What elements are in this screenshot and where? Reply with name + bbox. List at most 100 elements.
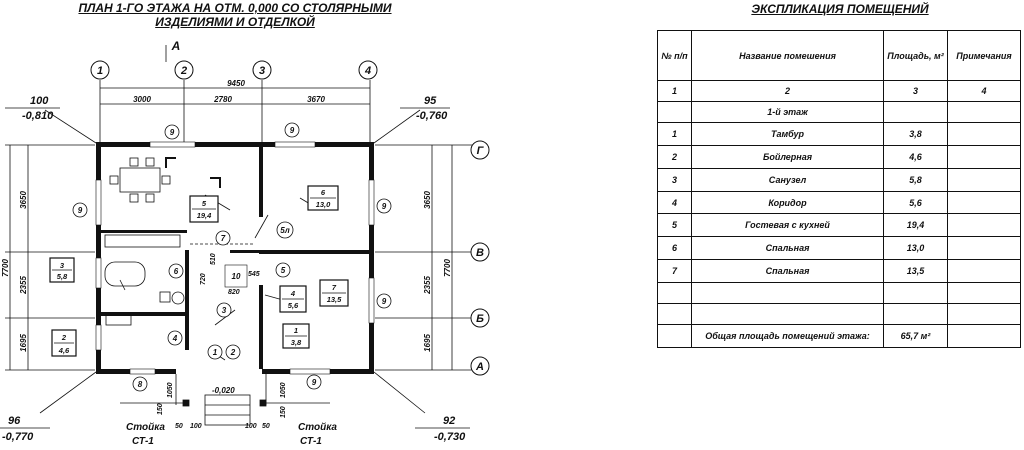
corner-number: 100 — [30, 95, 49, 107]
room-area: 19,4 — [197, 211, 212, 220]
porch-dimension: 50 — [262, 423, 270, 430]
post-mark: СТ-1 — [300, 436, 322, 447]
room-area-cell: 5,6 — [883, 190, 948, 215]
plan-title-line-2: ИЗДЕЛИЯМИ И ОТДЕЛКОЙ — [155, 15, 315, 29]
dimension: 2780 — [213, 95, 232, 104]
door-mark: 6 — [174, 267, 179, 276]
post-label: Стойка — [298, 422, 337, 433]
room-area: 3,8 — [291, 338, 302, 347]
dimension: 1695 — [19, 334, 28, 352]
dimension: 2355 — [423, 276, 432, 295]
window-mark: 8 — [138, 380, 143, 389]
axis-label: 2 — [180, 65, 187, 77]
column-number: 3 — [883, 80, 948, 102]
corner-number: 95 — [424, 95, 437, 107]
door-mark: 1 — [213, 348, 218, 357]
dimension: 1695 — [423, 334, 432, 352]
room-name: Тамбур — [691, 121, 884, 146]
door-mark: 2 — [230, 348, 236, 357]
table-row: 3 Санузел 5,8 — [657, 167, 1021, 192]
window-mark: 9 — [382, 297, 387, 306]
row-number: 2 — [657, 144, 692, 169]
room-number: 5 — [202, 199, 207, 208]
porch-dimension: 1050 — [167, 382, 174, 398]
dimension: 7700 — [1, 259, 10, 277]
window-mark: 9 — [382, 202, 387, 211]
room-number: 1 — [294, 326, 298, 335]
header-cell: Площадь, м² — [883, 29, 948, 82]
empty-row — [657, 282, 1021, 305]
room-area-cell: 3,8 — [883, 121, 948, 146]
window-mark: 9 — [170, 128, 175, 137]
dimension: 3650 — [19, 191, 28, 209]
table-row: 6 Спальная 13,0 — [657, 236, 1021, 261]
window-mark: 9 — [312, 378, 317, 387]
room-name: Спальная — [691, 236, 884, 261]
post-mark: СТ-1 — [132, 436, 154, 447]
row-number: 7 — [657, 259, 692, 284]
header-cell: Название помешения — [691, 29, 884, 82]
entry-elevation: -0,020 — [212, 386, 235, 395]
room-area: 5,8 — [57, 272, 68, 281]
table-row: 7 Спальная 13,5 — [657, 259, 1021, 284]
explication-table: № п/п Название помешения Площадь, м² При… — [657, 29, 1021, 349]
inner-dimension: 720 — [200, 273, 207, 285]
corner-elevation: -0,760 — [416, 110, 448, 122]
table-header-row: № п/п Название помешения Площадь, м² При… — [657, 29, 1021, 82]
inner-dimension: 545 — [248, 271, 260, 278]
total-label: Общая площадь помещений этажа: — [691, 323, 884, 349]
axis-label: Б — [476, 313, 484, 325]
door-mark: 4 — [172, 334, 178, 343]
room-name: Бойлерная — [691, 144, 884, 169]
total-row: Общая площадь помещений этажа: 65,7 м² — [657, 323, 1021, 349]
room-area-cell: 13,0 — [883, 236, 948, 261]
row-number: 3 — [657, 167, 692, 192]
table-row: 2 Бойлерная 4,6 — [657, 144, 1021, 169]
door-mark: 5 — [281, 266, 286, 275]
table-row: 4 Коридор 5,6 — [657, 190, 1021, 215]
section-mark: А — [171, 39, 181, 53]
room-area: 5,6 — [288, 301, 299, 310]
room-name: Санузел — [691, 167, 884, 192]
room-number: 3 — [60, 261, 65, 270]
room-name: Гостевая с кухней — [691, 213, 884, 238]
axis-label: 3 — [259, 65, 265, 77]
room-area: 13,5 — [327, 295, 342, 304]
axis-label: Г — [477, 145, 485, 157]
door-mark: 7 — [221, 234, 226, 243]
dimension: 3650 — [423, 191, 432, 209]
header-cell: Примечания — [947, 29, 1021, 82]
porch-dimension: 50 — [175, 423, 183, 430]
row-number: 5 — [657, 213, 692, 238]
header-cell: № п/п — [657, 29, 692, 82]
column-number: 4 — [947, 80, 1021, 102]
room-area: 4,6 — [58, 346, 70, 355]
dimension: 2355 — [19, 276, 28, 295]
room-number: 2 — [61, 333, 67, 342]
room-area-cell: 19,4 — [883, 213, 948, 238]
room-number: 6 — [321, 188, 326, 197]
room-area-cell: 4,6 — [883, 144, 948, 169]
porch-dimension: 100 — [245, 423, 257, 430]
inner-dimension: 820 — [228, 289, 240, 296]
floor-plan-drawing: 1 2 3 4 Г В Б А А 9450 3000 2780 3670 77… — [0, 39, 490, 447]
corner-elevation: -0,730 — [434, 431, 466, 443]
axis-label: А — [475, 361, 484, 373]
floor-row: 1-й этаж — [657, 100, 1021, 123]
empty-row — [657, 303, 1021, 325]
row-number: 1 — [657, 121, 692, 146]
column-number: 2 — [691, 80, 884, 102]
table-row: 5 Гостевая с кухней 19,4 — [657, 213, 1021, 238]
plan-title-line-1: ПЛАН 1-ГО ЭТАЖА НА ОТМ. 0,000 СО СТОЛЯРН… — [78, 1, 392, 15]
axis-label: 4 — [364, 65, 371, 77]
floor-label: 1-й этаж — [691, 100, 884, 123]
dimension: 3000 — [133, 95, 151, 104]
dimension: 3670 — [307, 95, 325, 104]
row-number: 4 — [657, 190, 692, 215]
dimension-total: 9450 — [227, 79, 245, 88]
room-name: Спальная — [691, 259, 884, 284]
door-mark: 5л — [280, 226, 289, 235]
room-area: 13,0 — [316, 200, 331, 209]
total-value: 65,7 м² — [883, 323, 948, 349]
room-number: 4 — [290, 289, 296, 298]
